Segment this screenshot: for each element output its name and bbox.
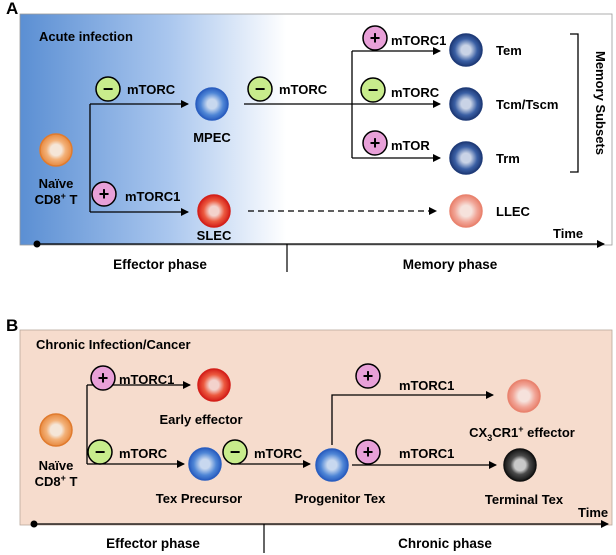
terminal-tex-cell [503, 448, 537, 482]
regulator-label-b3: mTORC [254, 446, 303, 461]
cx3cr1-effector-cell [507, 379, 541, 413]
progenitor-tex-cell [315, 448, 349, 482]
naive-cell-a [39, 133, 73, 167]
terminal-tex-label: Terminal Tex [485, 492, 564, 507]
panel-b: B Chronic Infection/Cancer Naïve CD8+ T … [6, 316, 613, 553]
tem-cell [449, 33, 483, 67]
trm-label: Trm [496, 151, 520, 166]
arrow-to-cx3cr1-effector [331, 391, 494, 445]
regulator-label-trm: mTOR [391, 138, 430, 153]
minus-icon [95, 76, 121, 102]
minus-icon [222, 439, 248, 465]
plus-sign-a3: + [370, 133, 381, 153]
early-effector-label: Early effector [159, 412, 242, 427]
panel-a-title: Acute infection [39, 29, 133, 44]
regulator-label-a3: mTORC [279, 82, 328, 97]
minus-icon [360, 77, 386, 103]
minus-sign-b1: − [95, 442, 106, 462]
minus-sign-b2: − [230, 442, 241, 462]
regulator-label-a1: mTORC [127, 82, 176, 97]
plus-sign-b2: + [363, 366, 374, 386]
minus-sign-a2: − [255, 79, 266, 99]
plus-icon [362, 25, 388, 51]
early-effector-cell [197, 368, 231, 402]
plus-icon [362, 130, 388, 156]
plus-icon [355, 439, 381, 465]
trm-cell [449, 141, 483, 175]
tex-precursor-cell [188, 447, 222, 481]
memory-phase-label: Memory phase [403, 257, 498, 272]
slec-label: SLEC [197, 228, 232, 243]
naive-label-b-line2: CD8+ T [35, 473, 78, 489]
plus-sign-a1: + [99, 184, 110, 204]
memory-subsets-label: Memory Subsets [593, 51, 608, 155]
effector-phase-label-b: Effector phase [106, 536, 200, 551]
time-label-b: Time [578, 505, 608, 520]
llec-cell [449, 194, 483, 228]
tcm-cell [449, 87, 483, 121]
tex-precursor-label: Tex Precursor [156, 491, 242, 506]
memory-subsets-bracket [570, 33, 579, 173]
panel-a-letter: A [6, 0, 18, 18]
minus-icon [247, 76, 273, 102]
plus-icon [355, 363, 381, 389]
regulator-label-b4: mTORC1 [399, 378, 454, 393]
plus-icon [91, 181, 117, 207]
tcm-label: Tcm/Tscm [496, 97, 558, 112]
naive-label-a-line1: Naïve [39, 176, 74, 191]
naive-label-b-line1: Naïve [39, 458, 74, 473]
slec-cell [197, 194, 231, 228]
minus-sign-a3: − [368, 80, 379, 100]
panel-b-title: Chronic Infection/Cancer [36, 337, 191, 352]
progenitor-tex-label: Progenitor Tex [295, 491, 387, 506]
minus-sign-a1: − [103, 79, 114, 99]
mpec-cell [195, 87, 229, 121]
plus-sign-b1: + [98, 368, 109, 388]
plus-sign-b3: + [363, 442, 374, 462]
chronic-phase-label: Chronic phase [398, 536, 492, 551]
plus-sign-a2: + [370, 28, 381, 48]
cx3cr1-effector-label: CX3CR1+ effector [469, 424, 575, 443]
panel-b-background [19, 329, 613, 526]
llec-label: LLEC [496, 204, 531, 219]
regulator-label-a2: mTORC1 [125, 189, 180, 204]
regulator-label-b5: mTORC1 [399, 446, 454, 461]
plus-icon [90, 365, 116, 391]
regulator-label-tem: mTORC1 [391, 33, 446, 48]
naive-label-a-line2: CD8+ T [35, 191, 78, 207]
time-label-a: Time [553, 226, 583, 241]
panel-b-letter: B [6, 316, 18, 335]
minus-icon [87, 439, 113, 465]
panel-a: A Acute infection Naïve CD8+ T − mTORC +… [6, 0, 613, 272]
mpec-label: MPEC [193, 130, 231, 145]
naive-cell-b [39, 413, 73, 447]
regulator-label-b1: mTORC1 [119, 372, 174, 387]
effector-phase-label-a: Effector phase [113, 257, 207, 272]
regulator-label-b2: mTORC [119, 446, 168, 461]
tem-label: Tem [496, 43, 522, 58]
panel-a-background [19, 13, 613, 246]
regulator-label-tcm: mTORC [391, 85, 440, 100]
